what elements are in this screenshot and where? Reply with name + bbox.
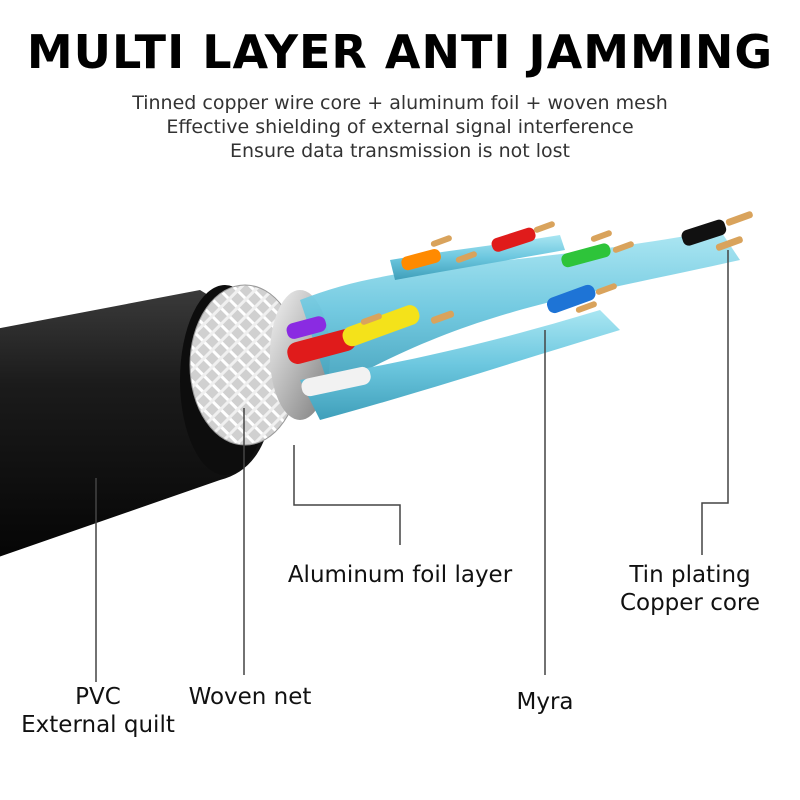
subtitle-line-2: Effective shielding of external signal i… xyxy=(166,116,634,138)
label-myra: Myra xyxy=(516,689,574,715)
label-copper-core: Copper core xyxy=(619,590,761,616)
leader-lines xyxy=(95,250,729,682)
label-woven-net: Woven net xyxy=(188,684,312,710)
label-tin-plating: Tin plating xyxy=(629,562,751,588)
insulated-wires xyxy=(286,219,727,397)
page-title: MULTI LAYER ANTI JAMMING xyxy=(26,25,774,79)
label-aluminum-foil: Aluminum foil layer xyxy=(287,562,513,588)
subtitle-line-3: Ensure data transmission is not lost xyxy=(230,140,570,162)
label-pvc: PVC xyxy=(75,684,121,710)
label-external-quilt: External quilt xyxy=(21,712,175,738)
subtitle-line-1: Tinned copper wire core + aluminum foil … xyxy=(132,92,668,114)
twisted-pairs xyxy=(300,230,740,420)
copper-cores xyxy=(360,211,753,325)
